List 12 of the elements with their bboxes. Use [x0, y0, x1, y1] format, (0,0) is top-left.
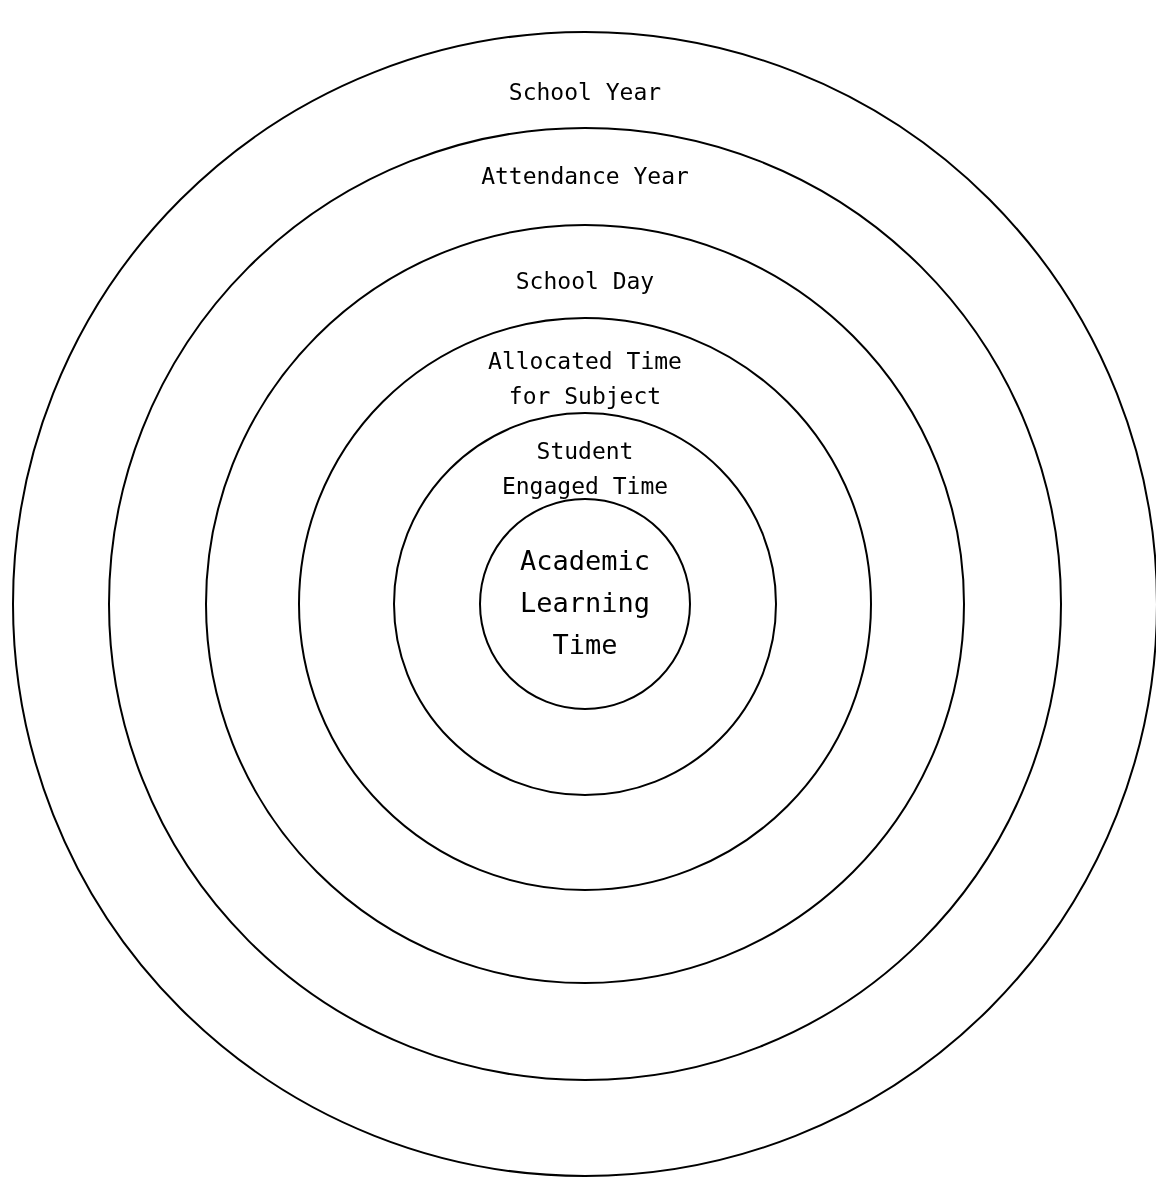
ring-circle — [479, 498, 691, 710]
ring-label: Academic Learning Time — [518, 544, 651, 662]
ring-circle — [12, 31, 1156, 1177]
ring-label: Student Engaged Time — [500, 437, 670, 501]
ring-circle — [393, 412, 777, 796]
ring-circle — [205, 224, 965, 984]
ring-label: School Year — [507, 78, 663, 107]
ring-label: School Day — [514, 267, 656, 296]
ring-label: Allocated Time for Subject — [487, 347, 683, 411]
ring-circle — [108, 127, 1062, 1081]
ring-label: Attendance Year — [480, 162, 690, 191]
ring-circle — [298, 317, 872, 891]
